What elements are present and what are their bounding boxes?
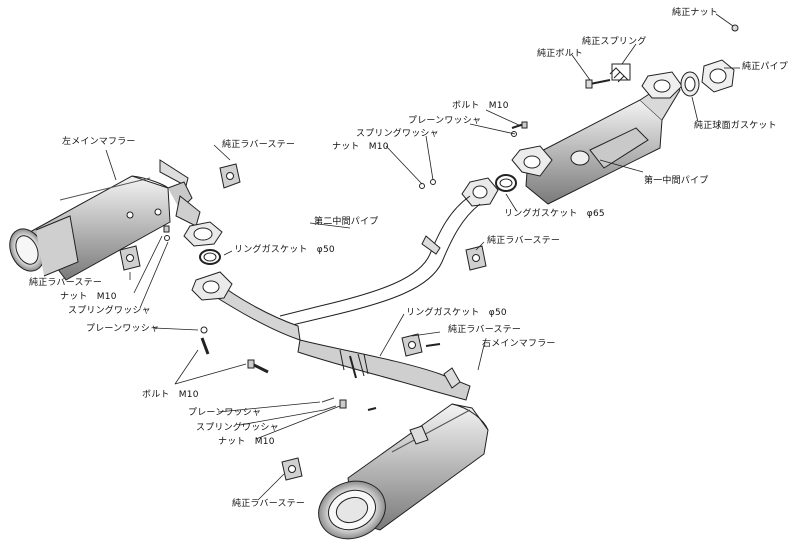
second-pipe-front-flange [461, 177, 499, 207]
genuine-bolt [585, 79, 611, 89]
label-bolt-m10-upper: ボルト M10 [452, 101, 509, 111]
label-left-main-muffler: 左メインマフラー [62, 137, 136, 147]
left-hardware [163, 225, 210, 355]
label-plain-washer-left: プレーンワッシャ [86, 324, 160, 334]
rubber-stay-upper-left [219, 163, 241, 189]
rubber-stay-lower-left [119, 245, 141, 271]
rubber-stay-center [465, 245, 487, 271]
label-spring-washer-lower: スプリングワッシャ [196, 423, 279, 433]
label-right-main-muffler: 右メインマフラー [482, 339, 556, 349]
label-rubber-stay-center: 純正ラバーステー [487, 236, 561, 246]
label-first-middle-pipe: 第一中間パイプ [644, 176, 709, 186]
label-nut-m10-upper: ナット M10 [332, 142, 389, 152]
label-nut-m10-lower: ナット M10 [218, 437, 275, 447]
right-main-muffler [318, 403, 489, 540]
label-nut-m10-left: ナット M10 [60, 292, 117, 302]
label-spring-washer-left: スプリングワッシャ [68, 306, 151, 316]
genuine-nut [731, 24, 739, 32]
ring-gasket-50-left [199, 249, 221, 265]
label-genuine-spring: 純正スプリング [582, 37, 647, 47]
second-middle-pipe [191, 195, 481, 401]
label-genuine-nut: 純正ナット [672, 8, 719, 18]
label-ring-gasket-65: リングガスケット φ65 [504, 209, 605, 219]
genuine-spring [609, 63, 631, 83]
label-rubber-stay-bottom: 純正ラバーステー [232, 499, 306, 509]
label-rubber-stay-upper-left: 純正ラバーステー [222, 140, 296, 150]
rubber-stay-right [401, 333, 441, 357]
label-rubber-stay-right: 純正ラバーステー [448, 325, 522, 335]
label-bolt-m10-lower: ボルト M10 [142, 390, 199, 400]
label-second-middle-pipe: 第二中間パイプ [314, 217, 379, 227]
rubber-stay-bottom [281, 457, 303, 481]
label-genuine-pipe: 純正パイプ [742, 62, 789, 72]
first-middle-pipe [511, 71, 683, 205]
label-ring-gasket-50-right: リングガスケット φ50 [406, 308, 507, 318]
left-main-muffler [9, 159, 201, 281]
label-genuine-bolt: 純正ボルト [537, 49, 584, 59]
label-plain-washer-lower: プレーンワッシャ [188, 408, 262, 418]
label-spring-washer-upper: スプリングワッシャ [356, 129, 439, 139]
genuine-pipe-flange [701, 59, 735, 93]
right-hardware [247, 359, 377, 411]
leader-lines [105, 13, 740, 501]
left-flange [183, 221, 223, 247]
ring-gasket-65 [495, 174, 517, 192]
label-genuine-ball-gasket: 純正球面ガスケット [694, 121, 777, 131]
genuine-ball-gasket [680, 71, 700, 97]
label-ring-gasket-50-left: リングガスケット φ50 [234, 245, 335, 255]
ring-gasket-50-right [349, 353, 365, 379]
label-rubber-stay-left: 純正ラバーステー [29, 278, 103, 288]
label-plain-washer-upper: プレーンワッシャ [408, 116, 482, 126]
